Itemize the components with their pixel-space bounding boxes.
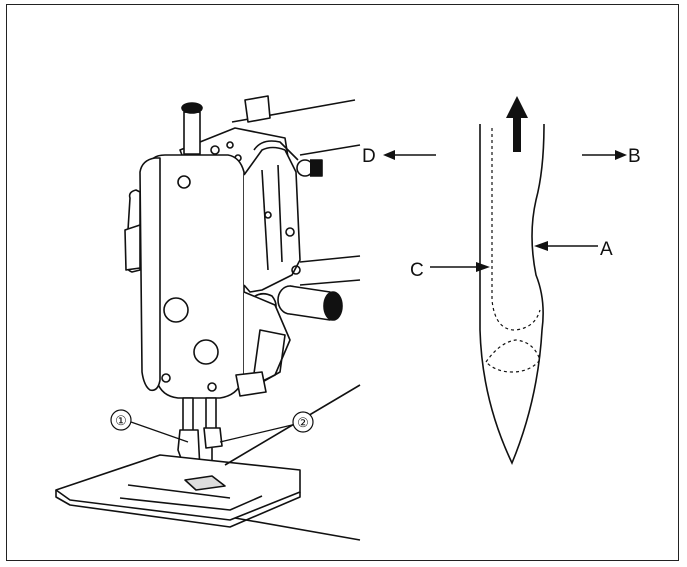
arrow-b: B [582, 146, 641, 167]
arrow-c: C [410, 260, 490, 281]
callout-needle-clamp: ② [292, 411, 314, 433]
label-a: A [600, 239, 613, 260]
sewing-machine-head [55, 95, 361, 541]
arrow-a: A [534, 239, 613, 260]
needle-detail [479, 123, 545, 465]
arrow-d: D [362, 146, 436, 167]
label-d: D [362, 146, 376, 167]
up-arrow [506, 96, 528, 152]
callout-presser-foot: ① [110, 409, 132, 431]
label-1: ① [115, 414, 127, 429]
needle-eye [485, 339, 541, 373]
leader-lines [130, 421, 293, 443]
needle-outline [479, 123, 545, 465]
figure-frame [6, 4, 679, 561]
label-c: C [410, 260, 424, 281]
label-b: B [628, 146, 641, 167]
label-2: ② [297, 416, 309, 431]
needle-groove [491, 128, 541, 331]
